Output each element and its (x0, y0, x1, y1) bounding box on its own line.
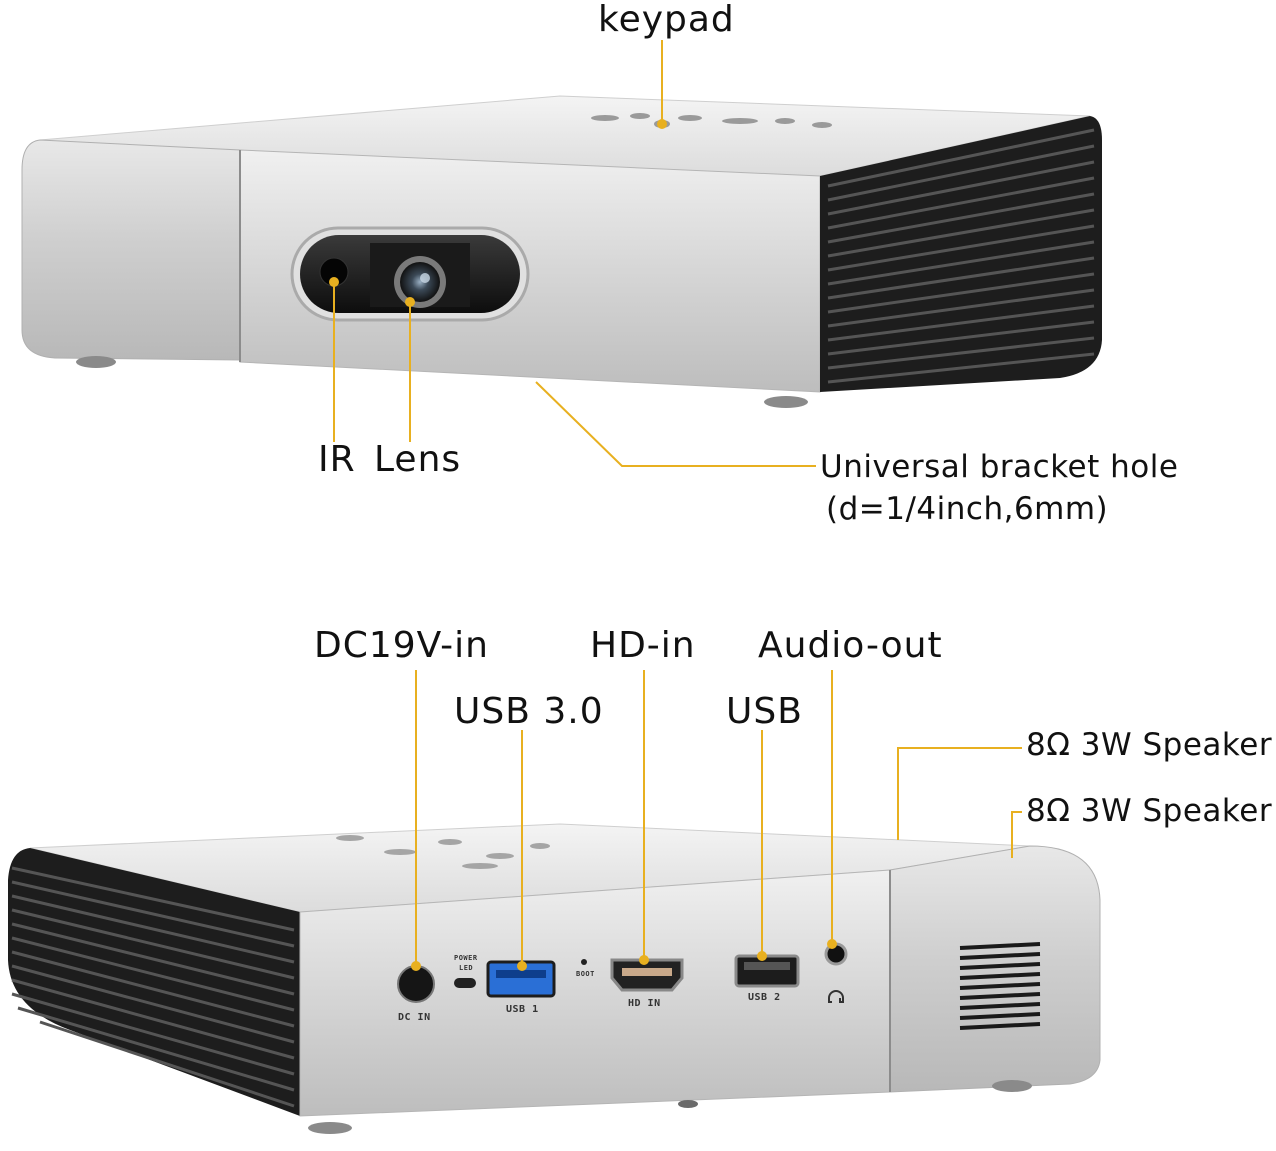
speaker-grille (959, 942, 1041, 1030)
usb2-port (734, 954, 800, 988)
callout-usb30: USB 3.0 (454, 691, 604, 732)
callout-speaker-1: 8Ω 3W Speaker (1026, 727, 1273, 763)
projector-front-view (21, 95, 1102, 408)
keypad-buttons-rear (336, 835, 550, 869)
callout-dc-in: DC19V-in (314, 625, 489, 666)
callout-keypad: keypad (598, 0, 735, 40)
bottom-leader-dots (411, 939, 837, 971)
port-label-led: LED (459, 964, 474, 972)
callout-usb: USB (726, 691, 803, 732)
rear-side-vent-grille (11, 866, 295, 1108)
callout-speaker-2: 8Ω 3W Speaker (1026, 793, 1273, 829)
port-label-usb1: USB 1 (506, 1004, 539, 1015)
port-label-hd-in: HD IN (628, 998, 661, 1009)
projector-rear-view (8, 823, 1101, 1134)
top-leader-lines (333, 40, 816, 467)
side-vent-grille (827, 128, 1095, 384)
callout-bracket-hole: Universal bracket hole (820, 449, 1179, 485)
port-label-dc-in: DC IN (398, 1012, 431, 1023)
port-label-usb2: USB 2 (748, 992, 781, 1003)
dc-in-port (397, 965, 435, 1003)
callout-audio-out: Audio-out (758, 625, 943, 666)
boot-button (581, 959, 587, 965)
top-leader-dots (329, 119, 667, 307)
headphone-icon (828, 990, 844, 1003)
bottom-leader-lines (415, 670, 1022, 966)
callout-lens: Lens (374, 439, 462, 480)
power-led (454, 978, 476, 988)
callout-bracket-size: (d=1/4inch,6mm) (826, 491, 1109, 527)
port-label-power: POWER (454, 954, 478, 962)
port-label-boot: BOOT (576, 970, 595, 978)
callout-hd-in: HD-in (590, 625, 696, 666)
callout-ir: IR (318, 439, 356, 480)
